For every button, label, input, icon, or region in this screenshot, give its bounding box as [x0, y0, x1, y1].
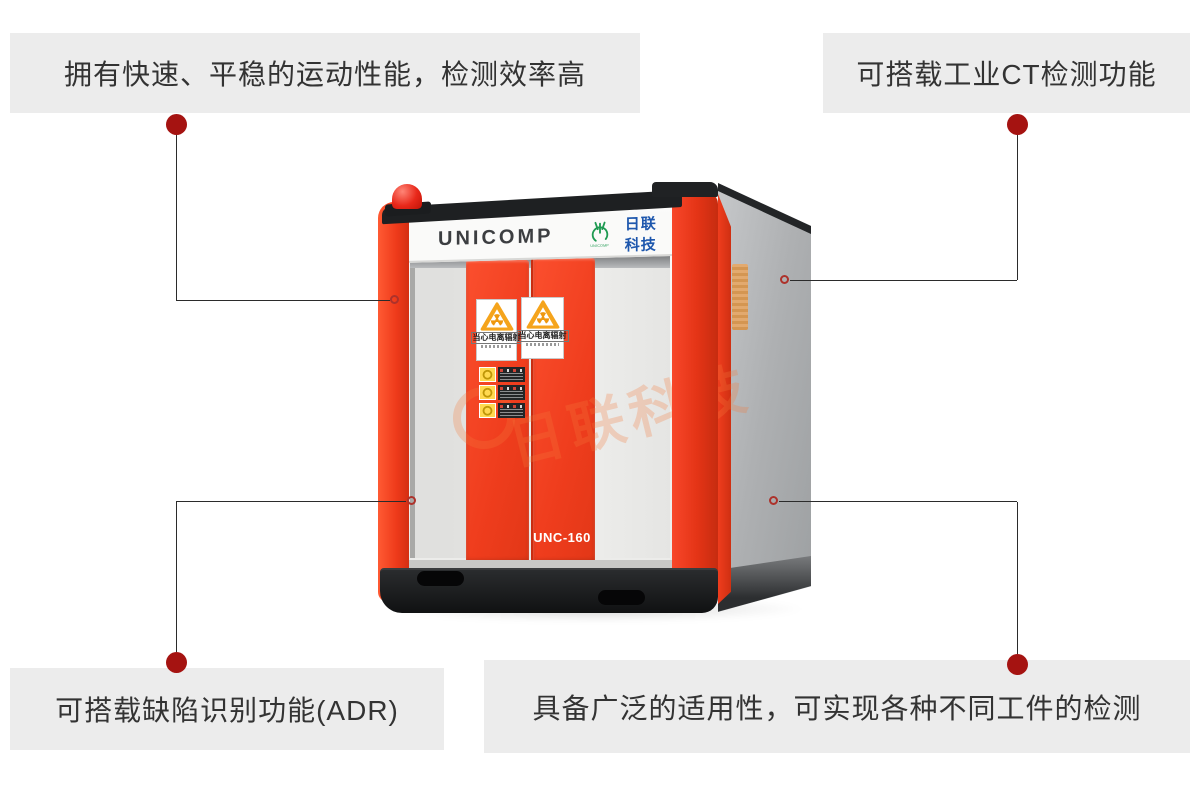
brand-wordmark: UNICOMP	[438, 224, 554, 250]
side-spec-sticker	[732, 264, 748, 330]
callout-dot	[1007, 654, 1028, 675]
model-label: UNC-160	[533, 530, 591, 545]
radiation-warning-sign: 当心电离辐射	[516, 297, 569, 359]
caution-symbol-icon	[479, 385, 496, 400]
radiation-trefoil-icon	[526, 300, 559, 329]
caution-symbol-icon	[479, 367, 496, 382]
caution-text-block	[498, 385, 525, 400]
caution-sticker-row	[479, 403, 525, 418]
caution-sticker-row	[479, 385, 525, 400]
callout-line	[176, 501, 406, 502]
callout-line	[1017, 502, 1018, 654]
callout-line	[790, 280, 1017, 281]
callout-label-top-left: 拥有快速、平稳的运动性能，检测效率高	[10, 33, 640, 113]
company-logo-icon: UNICOMP	[579, 219, 620, 250]
callout-dot	[166, 114, 187, 135]
beacon-light-icon	[392, 184, 422, 209]
caution-symbol-icon	[479, 403, 496, 418]
caution-text-block	[498, 367, 525, 382]
left-red-pillar	[378, 202, 409, 602]
callout-label-bottom-left: 可搭载缺陷识别功能(ADR)	[10, 668, 444, 750]
base-slot	[598, 590, 645, 605]
top-corner-cap	[652, 182, 718, 197]
callout-line	[176, 300, 390, 301]
callout-anchor-ring	[407, 496, 416, 505]
caution-sticker-row	[479, 367, 525, 382]
warning-subtext-line	[480, 345, 513, 349]
callout-dot	[166, 652, 187, 673]
callout-anchor-ring	[780, 275, 789, 284]
callout-anchor-ring	[390, 295, 399, 304]
company-logo: UNICOMP 日联科技	[579, 212, 672, 256]
header-band: UNICOMP UNICOMP 日联科技	[408, 212, 672, 263]
side-panel	[718, 183, 811, 612]
warning-text: 当心电离辐射	[516, 330, 569, 343]
callout-line	[176, 130, 177, 300]
right-red-pillar	[672, 192, 718, 606]
callout-label-bottom-right: 具备广泛的适用性，可实现各种不同工件的检测	[484, 660, 1190, 753]
callout-line	[176, 501, 177, 652]
base-slot	[417, 571, 464, 586]
radiation-warning-sign: 当心电离辐射	[470, 299, 523, 361]
caution-stickers	[479, 367, 525, 418]
logo-subtext: UNICOMP	[590, 243, 610, 248]
caution-text-block	[498, 403, 525, 418]
callout-dot	[1007, 114, 1028, 135]
company-logo-text: 日联科技	[624, 215, 657, 255]
callout-label-top-right: 可搭载工业CT检测功能	[823, 33, 1190, 113]
warning-text: 当心电离辐射	[470, 332, 523, 345]
radiation-trefoil-icon	[480, 302, 513, 331]
callout-line	[1017, 130, 1018, 280]
callout-line	[779, 501, 1017, 502]
callout-anchor-ring	[769, 496, 778, 505]
warning-subtext-line	[525, 343, 560, 347]
corner-red-edge	[718, 194, 731, 604]
